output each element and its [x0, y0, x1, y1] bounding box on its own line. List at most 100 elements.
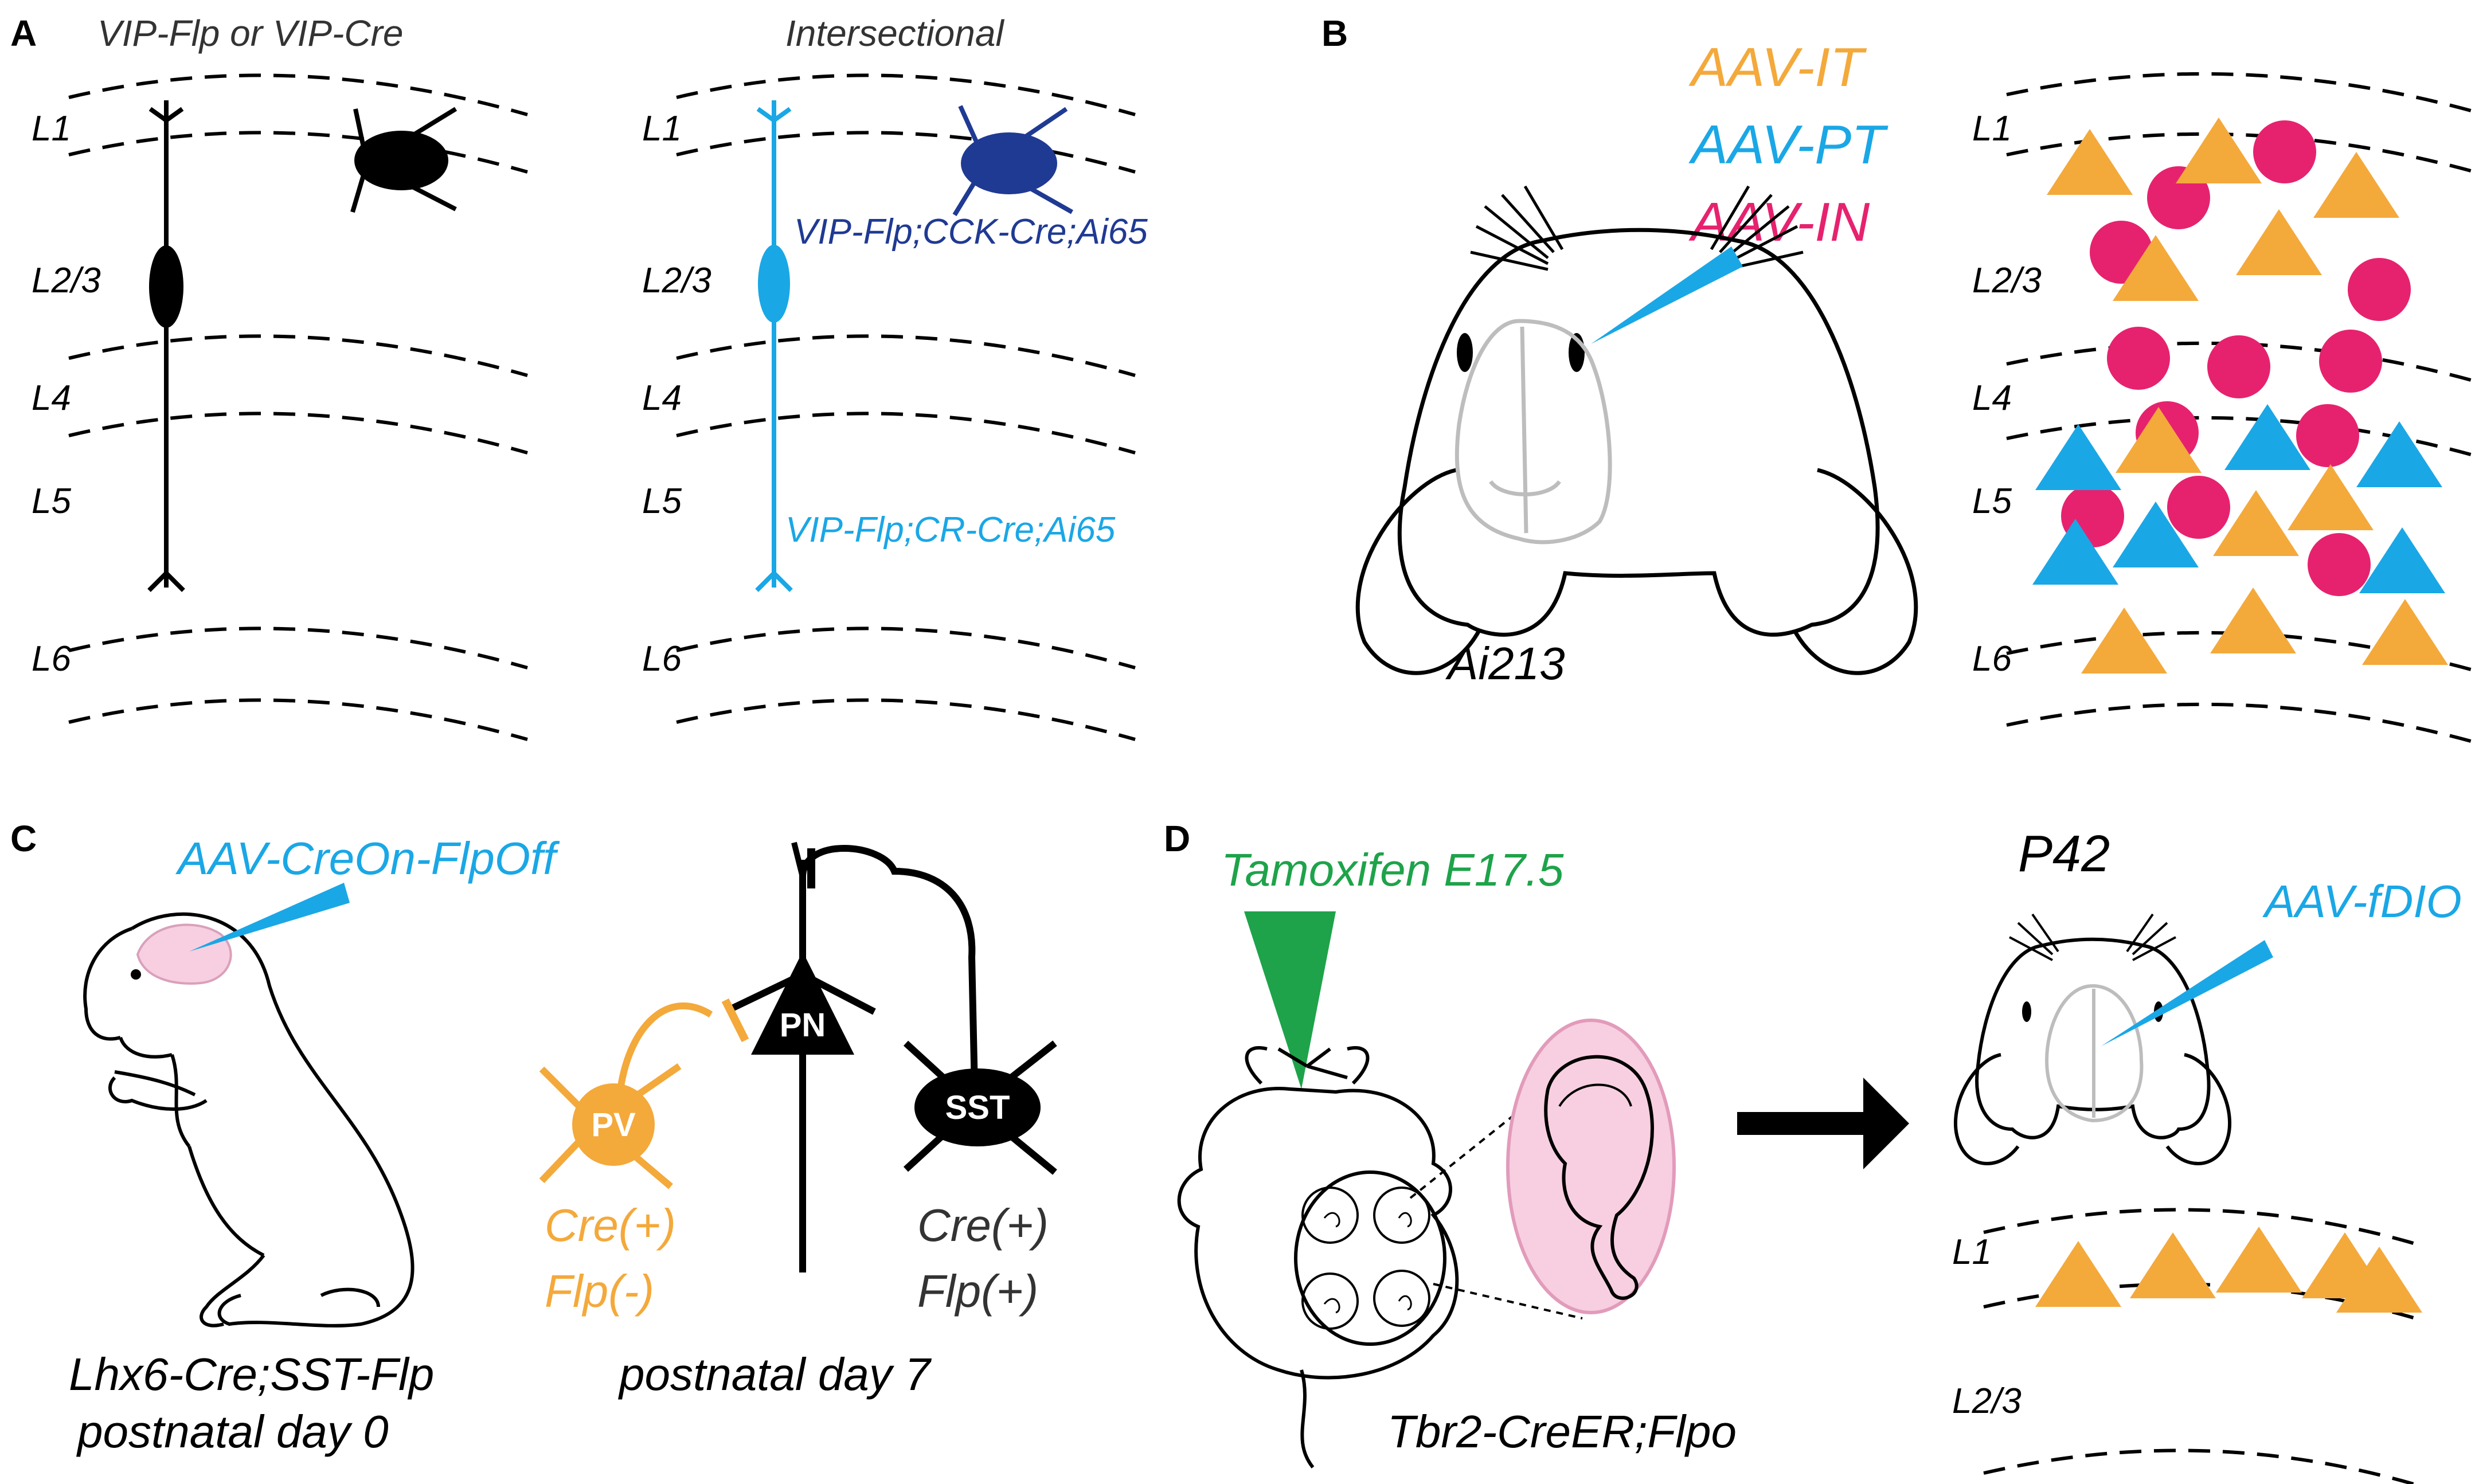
label-vip-cck: VIP-Flp;CCK-Cre;Ai65 — [794, 212, 1148, 252]
panel-d-letter: D — [1164, 818, 1190, 859]
interneuron-dot — [2348, 258, 2411, 321]
layer-boundary — [68, 73, 528, 116]
layer-label-l1: L1 — [642, 109, 682, 148]
layer-boundary — [2006, 72, 2475, 113]
layer-label-l6: L6 — [642, 639, 682, 679]
layer-boundary — [1983, 1448, 2420, 1484]
layer-label-l6: L6 — [1972, 639, 2012, 679]
layer-boundary — [68, 698, 528, 741]
neuron-triangle — [2336, 1247, 2422, 1313]
layer-boundary — [68, 412, 528, 455]
pipette-icon — [189, 883, 350, 952]
multipolar-neuron-black — [350, 107, 458, 213]
zoom-line — [1433, 1283, 1583, 1319]
layer-boundary — [68, 131, 528, 174]
mouse-line-tbr2: Tbr2-CreER;Flpo — [1387, 1406, 1737, 1457]
age-postnatal-day-0: postnatal day 0 — [76, 1406, 389, 1457]
interneuron-dot — [2107, 327, 2170, 390]
layer-boundary — [1983, 1208, 2426, 1248]
tamoxifen-pipette-icon — [1244, 911, 1336, 1089]
age-postnatal-day-7: postnatal day 7 — [618, 1349, 932, 1400]
age-label-p42: P42 — [2018, 825, 2110, 883]
panel-a-left-layer-labels: L1 L2/3 L4 L5 L6 — [32, 109, 101, 679]
pipette-icon — [1591, 246, 1743, 344]
pt-neuron-triangle — [2032, 519, 2118, 585]
panel-a-left-title: VIP-Flp or VIP-Cre — [97, 13, 403, 54]
layer-label-l2-3: L2/3 — [642, 261, 711, 300]
mouse-line-lhx6: Lhx6-Cre;SST-Flp — [69, 1349, 434, 1400]
pt-neuron-triangle — [2356, 421, 2442, 487]
neuron-triangle — [2130, 1232, 2216, 1298]
layer-label-l2-3: L2/3 — [1952, 1381, 2022, 1421]
mouse-label-ai213: Ai213 — [1445, 638, 1565, 689]
pn-neuron: PN — [729, 841, 978, 1272]
layer-boundary — [2006, 702, 2475, 744]
it-neuron-triangle — [2081, 608, 2167, 674]
pregnant-mouse — [1177, 1046, 1459, 1469]
pt-neuron-triangle — [2224, 404, 2310, 470]
it-neuron-triangle — [2213, 490, 2299, 556]
panel-b-letter: B — [1321, 13, 1348, 54]
interneuron-dot — [2167, 476, 2230, 539]
tamoxifen-label: Tamoxifen E17.5 — [1221, 844, 1564, 895]
interneuron-dot — [2207, 335, 2270, 398]
sst-cre-status: Cre(+) — [917, 1200, 1049, 1251]
it-neuron-triangle — [2047, 129, 2133, 195]
layer-label-l5: L5 — [642, 481, 682, 521]
virus-label-in: AAV-IN — [1688, 191, 1870, 253]
pup-outline — [83, 912, 415, 1328]
layer-boundary — [676, 73, 1136, 116]
panel-a-right-layer-labels: L1 L2/3 L4 L5 L6 — [642, 109, 711, 679]
layer-label-l4: L4 — [1972, 378, 2012, 418]
bipolar-neuron-black — [147, 100, 185, 592]
neuron-triangle — [2035, 1241, 2121, 1307]
panel-a-right-title: Intersectional — [785, 13, 1004, 54]
layer-label-l5: L5 — [1972, 481, 2012, 521]
virus-label-pt: AAV-PT — [1688, 114, 1888, 175]
panel-a-letter: A — [10, 13, 37, 54]
layer-boundary — [676, 698, 1136, 741]
whiskers — [1470, 185, 1804, 271]
neuron-triangle — [2216, 1227, 2302, 1293]
brain-outline — [1454, 319, 1612, 545]
panel-c: C AAV-CreOn-FlpOff Lhx6-Cre;SST-Flp post… — [10, 818, 1057, 1457]
panel-b-cells — [2032, 118, 2448, 674]
pup-brain-icon — [136, 923, 232, 985]
layer-boundary — [68, 334, 528, 377]
it-neuron-triangle — [2113, 235, 2199, 301]
panel-b: B AAV-IT AAV-PT AAV-IN — [1321, 13, 2475, 744]
it-neuron-triangle — [2288, 464, 2374, 530]
panel-d-cells — [2035, 1227, 2422, 1313]
pv-neuron: PV — [539, 998, 749, 1189]
it-neuron-triangle — [2362, 599, 2448, 665]
sst-neuron: SST — [903, 1040, 1057, 1175]
panel-a-layer-boundaries — [68, 73, 1136, 741]
brain-outline-small — [2044, 984, 2144, 1123]
it-neuron-triangle — [2313, 152, 2399, 218]
interneuron-dot — [2319, 330, 2382, 393]
layer-boundary — [676, 627, 1136, 669]
cell-label-pn: PN — [780, 1007, 826, 1044]
layer-label-l1: L1 — [1972, 109, 2012, 148]
arrow-icon — [1737, 1078, 1909, 1169]
layer-label-l2-3: L2/3 — [1972, 261, 2042, 300]
pt-neuron-triangle — [2113, 502, 2199, 567]
it-neuron-triangle — [2176, 118, 2262, 183]
virus-label-creon-flpoff: AAV-CreOn-FlpOff — [175, 833, 560, 884]
label-vip-cr: VIP-Flp;CR-Cre;Ai65 — [785, 510, 1116, 550]
panel-d: D Tamoxifen E17.5 Tbr2-CreER;Flpo P42 — [1164, 818, 2462, 1484]
virus-label-it: AAV-IT — [1688, 37, 1867, 98]
interneuron-dot — [2296, 404, 2359, 467]
pipette-icon — [2101, 940, 2273, 1046]
virus-label-fdio: AAV-fDIO — [2262, 876, 2462, 927]
embryo-icon — [1506, 1019, 1676, 1314]
layer-label-l4: L4 — [642, 378, 682, 418]
pt-neuron-triangle — [2035, 424, 2121, 490]
pv-cre-status: Cre(+) — [545, 1200, 676, 1251]
eye-icon — [2022, 1001, 2031, 1022]
sst-flp-status: Flp(+) — [917, 1266, 1038, 1317]
panel-c-letter: C — [10, 818, 37, 859]
layer-label-l2-3: L2/3 — [32, 261, 101, 300]
cell-label-sst: SST — [945, 1089, 1010, 1126]
